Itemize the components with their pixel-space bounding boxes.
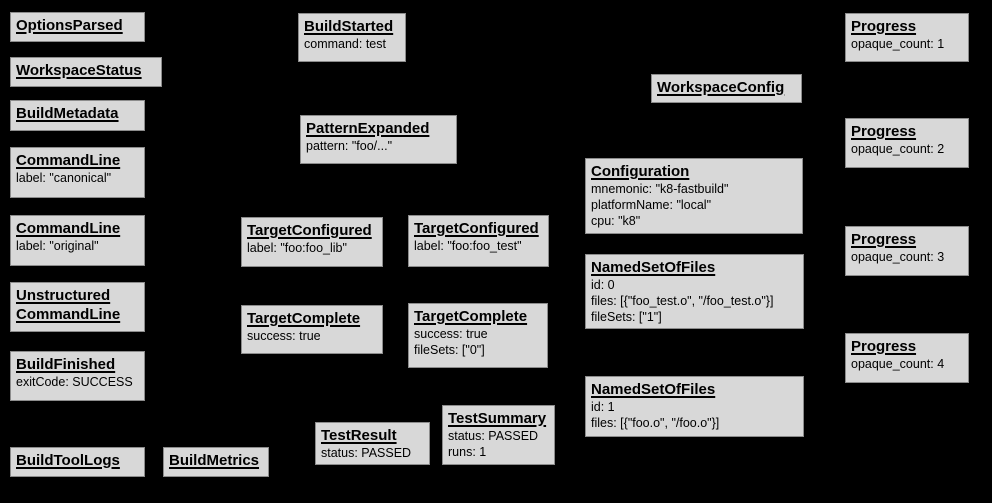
node-title: TargetComplete [414,308,528,325]
node-title: BuildToolLogs [16,452,120,469]
node-build-metadata: BuildMetadata [10,100,145,131]
node-target-complete-test: TargetComplete success: true fileSets: [… [408,303,548,368]
node-title: TargetComplete [247,310,361,327]
node-named-set-of-files-0: NamedSetOfFiles id: 0 files: [{"foo_test… [585,254,804,329]
node-title: Unstructured CommandLine [16,287,121,323]
node-command-line-original: CommandLine label: "original" [10,215,145,266]
node-title: OptionsParsed [16,17,123,34]
node-title: TargetConfigured [414,220,539,237]
node-progress-1: Progress opaque_count: 1 [845,13,969,62]
node-title: TestResult [321,427,397,444]
node-attribute: opaque_count: 4 [851,357,945,371]
node-title: PatternExpanded [306,120,430,137]
node-target-complete-lib: TargetComplete success: true [241,305,383,354]
node-progress-4: Progress opaque_count: 4 [845,333,969,383]
node-progress-3: Progress opaque_count: 3 [845,226,969,276]
node-target-configured-test: TargetConfigured label: "foo:foo_test" [408,215,549,267]
node-attribute: files: [{"foo_test.o", "/foo_test.o"}] [591,294,774,308]
node-title: NamedSetOfFiles [591,381,716,398]
node-attribute: command: test [304,37,386,51]
node-test-result: TestResult status: PASSED [315,422,430,465]
node-title: Configuration [591,163,690,180]
node-attribute: status: PASSED [321,446,412,460]
node-attribute: platformName: "local" [591,198,712,212]
node-attribute: files: [{"foo.o", "/foo.o"}] [591,416,720,430]
node-attribute: label: "foo:foo_test" [414,239,522,253]
node-workspace-status: WorkspaceStatus [10,57,162,87]
node-options-parsed: OptionsParsed [10,12,145,42]
node-unstructured-command-line: Unstructured CommandLine [10,282,145,332]
node-title: BuildMetrics [169,452,260,469]
node-title: TestSummary [448,410,547,427]
node-title: BuildFinished [16,356,116,373]
node-configuration: Configuration mnemonic: "k8-fastbuild" p… [585,158,803,234]
node-attribute: mnemonic: "k8-fastbuild" [591,182,729,196]
node-title: Progress [851,231,917,248]
node-title: Progress [851,18,917,35]
node-attribute: status: PASSED [448,429,539,443]
node-attribute: exitCode: SUCCESS [16,375,133,389]
node-title: NamedSetOfFiles [591,259,716,276]
node-title: BuildStarted [304,18,394,35]
node-title: CommandLine [16,220,121,237]
node-title: WorkspaceStatus [16,62,142,79]
node-command-line-canonical: CommandLine label: "canonical" [10,147,145,198]
node-attribute: success: true [247,329,321,343]
node-attribute: fileSets: ["0"] [414,343,485,357]
node-build-tool-logs: BuildToolLogs [10,447,145,477]
node-attribute: label: "foo:foo_lib" [247,241,347,255]
node-attribute: id: 0 [591,278,615,292]
node-title: Progress [851,123,917,140]
node-attribute: opaque_count: 3 [851,250,945,264]
node-title: WorkspaceConfig [657,79,785,96]
node-attribute: success: true [414,327,488,341]
node-title: CommandLine [16,152,121,169]
node-attribute: label: "canonical" [16,171,112,185]
node-target-configured-lib: TargetConfigured label: "foo:foo_lib" [241,217,383,267]
node-attribute: id: 1 [591,400,615,414]
node-build-finished: BuildFinished exitCode: SUCCESS [10,351,145,401]
node-test-summary: TestSummary status: PASSED runs: 1 [442,405,555,465]
node-attribute: pattern: "foo/..." [306,139,393,153]
node-named-set-of-files-1: NamedSetOfFiles id: 1 files: [{"foo.o", … [585,376,804,437]
node-build-metrics: BuildMetrics [163,447,269,477]
node-attribute: cpu: "k8" [591,214,641,228]
node-attribute: opaque_count: 1 [851,37,945,51]
node-attribute: runs: 1 [448,445,487,459]
node-pattern-expanded: PatternExpanded pattern: "foo/..." [300,115,457,164]
node-title: Progress [851,338,917,355]
node-workspace-config: WorkspaceConfig [651,74,802,103]
node-attribute: fileSets: ["1"] [591,310,662,324]
node-title: TargetConfigured [247,222,372,239]
node-title: BuildMetadata [16,105,119,122]
node-build-started: BuildStarted command: test [298,13,406,62]
node-attribute: opaque_count: 2 [851,142,945,156]
node-attribute: label: "original" [16,239,99,253]
node-progress-2: Progress opaque_count: 2 [845,118,969,168]
